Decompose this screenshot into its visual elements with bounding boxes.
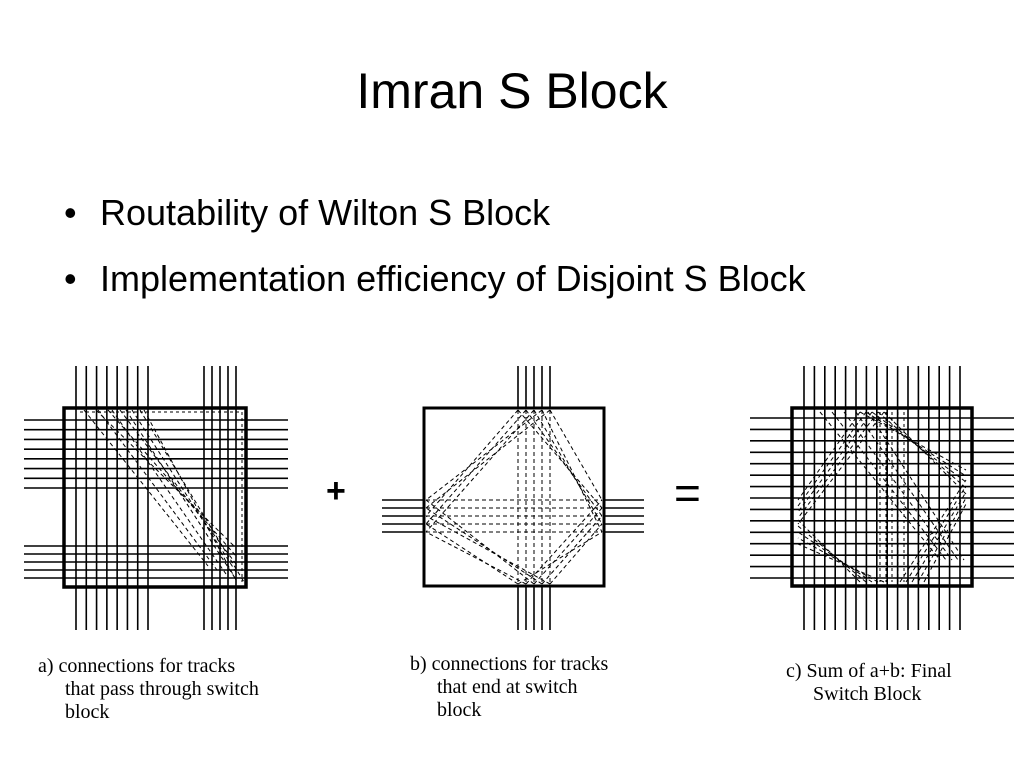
switch-connection: [425, 409, 519, 517]
caption-b-line3: block: [437, 699, 482, 721]
switch-connection: [107, 409, 237, 557]
switch-connection: [425, 409, 543, 501]
switch-connection: [797, 537, 879, 583]
caption-b: b) connections for tracks that end at sw…: [410, 653, 608, 722]
caption-c-line1: c) Sum of a+b: Final: [786, 660, 952, 682]
switch-connection: [797, 543, 885, 583]
switch-connection: [525, 499, 603, 585]
switch-connection: [549, 409, 603, 501]
switch-connection: [425, 409, 527, 525]
switch-box-outline: [422, 406, 606, 588]
switch-connection: [425, 507, 543, 585]
caption-b-line2: that end at switch: [437, 676, 578, 698]
switch-connection: [139, 409, 245, 583]
switch-connection: [425, 499, 535, 585]
caption-a-line3: block: [65, 701, 110, 723]
switch-connection: [83, 409, 209, 567]
switch-connection: [533, 409, 603, 525]
switch-connection: [95, 409, 237, 549]
switch-connection: [819, 411, 941, 561]
switch-connection: [883, 411, 967, 495]
diagram-a-pass-through: [24, 366, 288, 630]
caption-b-line1: b) connections for tracks: [410, 653, 609, 675]
switch-connection: [111, 409, 227, 575]
switch-connection: [97, 409, 218, 571]
switch-connection: [143, 409, 237, 581]
switch-connection: [797, 531, 873, 583]
switch-connection: [541, 515, 603, 585]
switch-connection: [517, 409, 603, 509]
caption-c-line2: Switch Block: [813, 683, 922, 705]
switch-connection: [525, 409, 603, 517]
switch-connection: [425, 409, 551, 509]
switch-connection: [867, 411, 965, 561]
switch-connection: [855, 411, 959, 561]
diagram-b-end-at-switch: [382, 366, 644, 630]
equals-operator: =: [674, 467, 701, 519]
switch-connection: [905, 485, 967, 583]
switch-connection: [797, 525, 867, 583]
switch-connection: [797, 411, 885, 525]
switch-connection: [549, 523, 603, 585]
switch-box-outline: [62, 406, 248, 589]
switch-connection: [917, 497, 967, 583]
bullet-item-routability: Routability of Wilton S Block: [60, 190, 806, 236]
switch-connection: [797, 411, 861, 501]
switch-connection: [425, 515, 551, 585]
switch-connection: [425, 409, 535, 533]
switch-connection: [911, 491, 967, 583]
switch-box-outline: [790, 406, 974, 588]
switch-connection: [797, 411, 867, 507]
switch-connection: [923, 503, 967, 583]
plus-operator: +: [326, 472, 346, 510]
switch-connection: [797, 519, 861, 583]
switch-connection: [425, 523, 519, 585]
switch-connection: [877, 411, 967, 489]
caption-a-line1: a) connections for tracks: [38, 655, 236, 677]
bullet-item-implementation: Implementation efficiency of Disjoint S …: [60, 256, 806, 302]
switch-connection: [425, 531, 527, 585]
switch-connection: [859, 411, 967, 471]
slide-title: Imran S Block: [356, 63, 668, 119]
caption-a-line2: that pass through switch: [65, 678, 259, 700]
switch-connection: [831, 411, 947, 561]
caption-a: a) connections for tracks that pass thro…: [38, 655, 259, 724]
diagram-c-final-switch-block: [750, 366, 1014, 630]
switch-connection: [541, 409, 603, 533]
switch-connection: [797, 411, 879, 519]
bullet-list: Routability of Wilton S Block Implementa…: [60, 190, 806, 322]
caption-c: c) Sum of a+b: Final Switch Block: [786, 660, 952, 706]
switch-connection: [125, 409, 236, 579]
switch-connection: [517, 531, 603, 585]
switch-connection: [899, 479, 967, 583]
switch-connection: [533, 507, 603, 585]
